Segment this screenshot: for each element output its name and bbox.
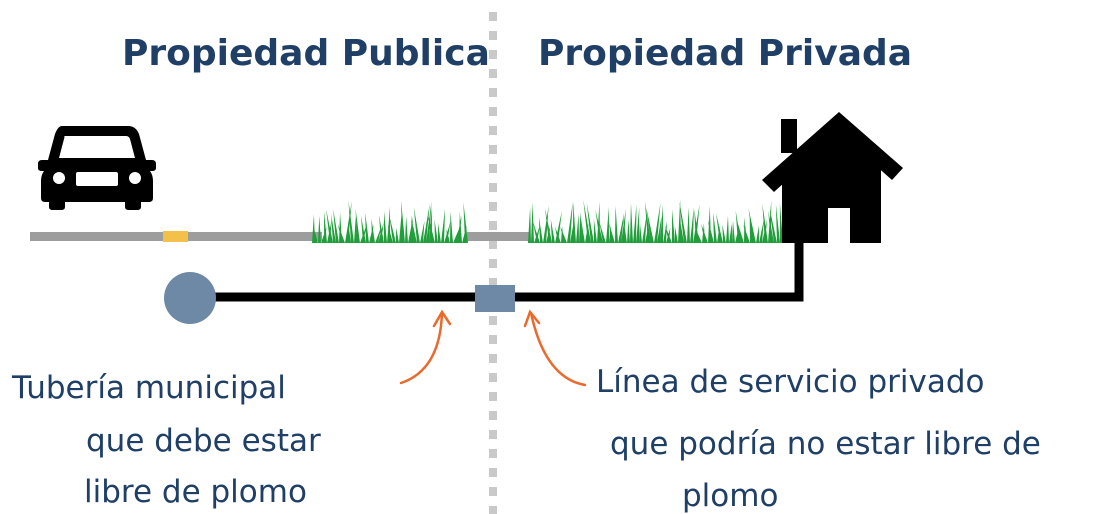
private-caption-line-2: que podría no estar libre de [610,426,1041,462]
private-property-title: Propiedad Privada [538,33,913,74]
arrow-private [523,309,587,387]
service-line [190,241,804,302]
house-icon [762,112,903,243]
public-caption-line-3: libre de plomo [84,474,307,510]
private-caption-line-3: plomo [682,478,779,514]
grass-icon [528,199,783,243]
arrow-public [399,309,452,385]
public-caption-line-1: Tubería municipal [12,370,286,406]
public-property-title: Propiedad Publica [122,33,490,74]
public-caption-line-2: que debe estar [86,423,321,459]
private-caption-line-1: Línea de servicio privado [596,364,985,400]
water-main-circle [164,272,216,324]
curb-stop-box [475,285,515,312]
road-marking [163,231,188,242]
sidewalk-segment [467,232,530,241]
car-icon [38,126,156,210]
grass-icon [312,200,468,243]
